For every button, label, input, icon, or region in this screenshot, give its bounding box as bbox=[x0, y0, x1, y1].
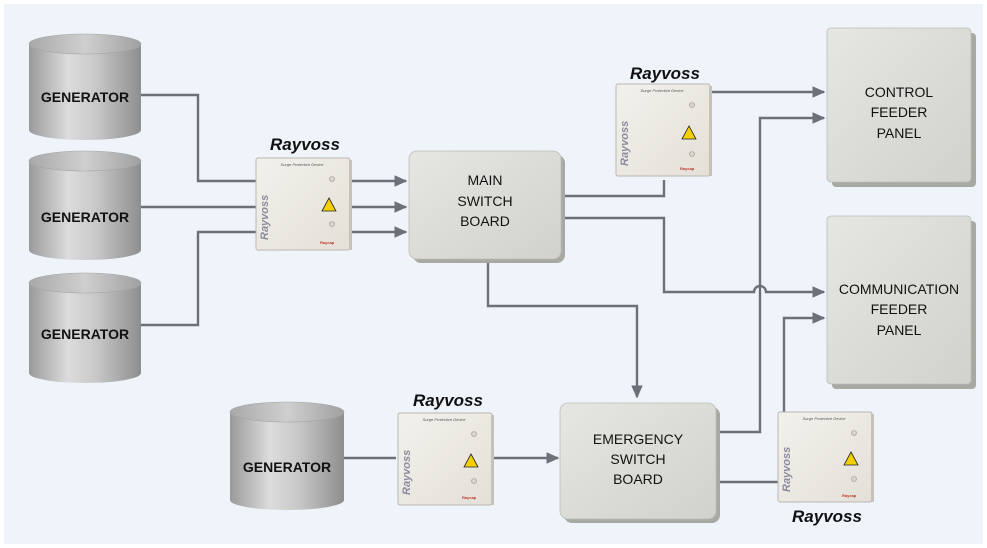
generator-label: GENERATOR bbox=[243, 459, 331, 475]
generator-label: GENERATOR bbox=[41, 209, 129, 225]
panel-label-line: PANEL bbox=[877, 125, 922, 141]
generator-label: GENERATOR bbox=[41, 89, 129, 105]
wire-main-spd2 bbox=[565, 180, 666, 198]
generator-label: GENERATOR bbox=[41, 326, 129, 342]
spd-caption: Surge Protective Device bbox=[423, 417, 467, 422]
warning-icon bbox=[463, 453, 479, 468]
panel-label-line: FEEDER bbox=[871, 301, 928, 317]
board-label-line: MAIN bbox=[468, 172, 503, 188]
spd-caption: Surge Protective Device bbox=[803, 416, 847, 421]
emergency-switch-board: EMERGENCY SWITCH BOARD bbox=[559, 402, 720, 523]
spd-manufacturer-mark: Raycap bbox=[462, 495, 477, 500]
board-label-line: SWITCH bbox=[610, 451, 665, 467]
wires bbox=[141, 86, 826, 484]
panel-label-line: FEEDER bbox=[871, 104, 928, 120]
panel-label-line: CONTROL bbox=[865, 84, 934, 100]
rayvoss-brand-label: Rayvoss bbox=[792, 507, 862, 526]
indicator-icon bbox=[471, 431, 477, 437]
wire-emergency-control bbox=[720, 112, 826, 434]
surge-protective-device-3: Rayvoss Surge Protective Device Rayvoss … bbox=[397, 391, 494, 506]
indicator-icon bbox=[329, 176, 335, 182]
surge-protective-device-1: Rayvoss Surge Protective Device Rayvoss … bbox=[255, 135, 352, 251]
generator-1: GENERATOR bbox=[28, 33, 142, 140]
board-label-line: BOARD bbox=[613, 471, 663, 487]
rayvoss-brand-label: Rayvoss bbox=[413, 391, 483, 410]
board-label-line: BOARD bbox=[460, 213, 510, 229]
indicator-icon bbox=[471, 478, 477, 484]
control-feeder-panel: CONTROL FEEDER PANEL bbox=[826, 27, 976, 187]
main-switch-board: MAIN SWITCH BOARD bbox=[408, 150, 565, 263]
wire-main-comm bbox=[565, 216, 826, 298]
spd-device-brand: Rayvoss bbox=[619, 121, 631, 166]
surge-protective-device-2: Rayvoss Surge Protective Device Rayvoss … bbox=[615, 64, 712, 177]
spd-manufacturer-mark: Raycap bbox=[842, 493, 857, 498]
indicator-icon bbox=[851, 476, 857, 482]
warning-icon bbox=[843, 451, 859, 466]
board-label-line: SWITCH bbox=[457, 193, 512, 209]
generator-4: GENERATOR bbox=[229, 401, 345, 510]
spd-device-brand: Rayvoss bbox=[401, 450, 413, 495]
spd-caption: Surge Protective Device bbox=[641, 88, 685, 93]
wire-main-emergency bbox=[486, 263, 643, 399]
wire-spd4-comm bbox=[782, 312, 826, 412]
spd-caption: Surge Protective Device bbox=[281, 162, 325, 167]
rayvoss-brand-label: Rayvoss bbox=[630, 64, 700, 83]
indicator-icon bbox=[689, 151, 695, 157]
spd-device-brand: Rayvoss bbox=[781, 447, 793, 492]
surge-protective-device-4: Surge Protective Device Rayvoss Raycap R… bbox=[777, 411, 874, 526]
spd-device-brand: Rayvoss bbox=[259, 195, 271, 240]
rayvoss-brand-label: Rayvoss bbox=[270, 135, 340, 154]
indicator-icon bbox=[329, 221, 335, 227]
indicator-icon bbox=[851, 430, 857, 436]
spd-manufacturer-mark: Raycap bbox=[320, 240, 335, 245]
panel-label-line: COMMUNICATION bbox=[839, 281, 959, 297]
generator-2: GENERATOR bbox=[28, 150, 142, 260]
warning-icon bbox=[681, 125, 697, 140]
indicator-icon bbox=[689, 102, 695, 108]
wire-gen1-spd1 bbox=[141, 93, 262, 183]
communication-feeder-panel: COMMUNICATION FEEDER PANEL bbox=[826, 215, 976, 389]
wire-gen3-spd1 bbox=[141, 230, 262, 327]
board-label-line: EMERGENCY bbox=[593, 431, 684, 447]
generator-3: GENERATOR bbox=[28, 272, 142, 383]
spd-manufacturer-mark: Raycap bbox=[680, 166, 695, 171]
warning-icon bbox=[321, 197, 337, 212]
panel-label-line: PANEL bbox=[877, 322, 922, 338]
